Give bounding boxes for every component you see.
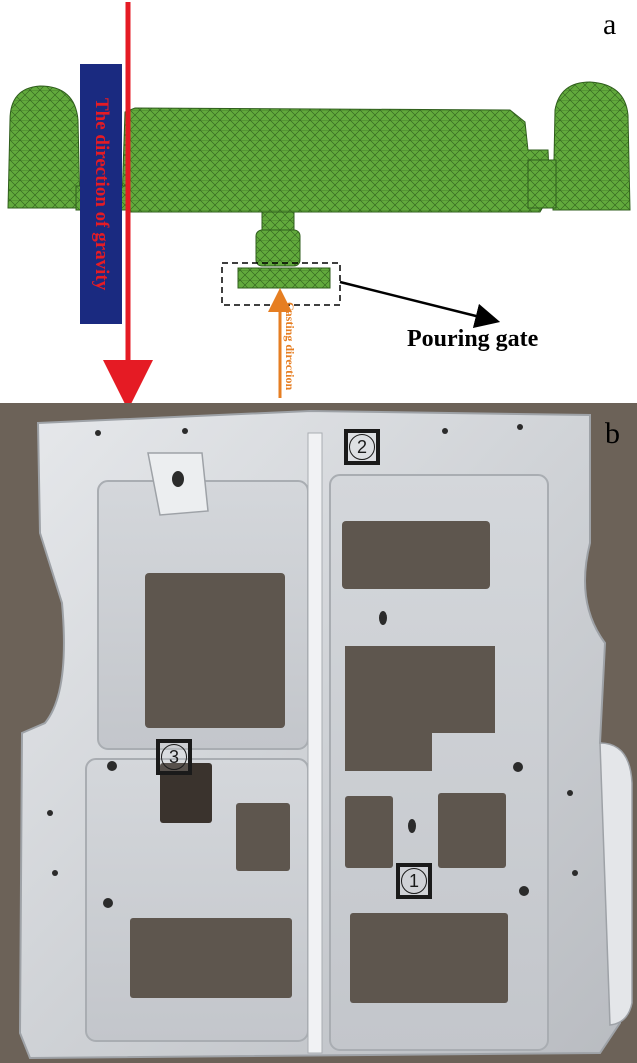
cutout xyxy=(130,918,292,998)
mesh-gate-neck xyxy=(261,211,295,233)
cutout xyxy=(236,803,290,871)
marker-1: 1 xyxy=(396,863,432,899)
bolt-holes xyxy=(47,424,578,908)
center-rib xyxy=(307,432,323,1054)
marker-1-number: 1 xyxy=(401,868,427,894)
mesh-main-body xyxy=(121,107,551,213)
panel-b: 2 3 1 b xyxy=(0,403,637,1063)
cutout xyxy=(350,913,508,1003)
cutout xyxy=(145,573,285,728)
marker-3-number: 3 xyxy=(161,744,187,770)
cast-part-photo xyxy=(0,403,637,1063)
gravity-label: The direction of gravity xyxy=(80,64,122,324)
panel-b-label: b xyxy=(605,417,620,450)
pouring-gate-label: Pouring gate xyxy=(407,326,539,352)
gravity-label-text: The direction of gravity xyxy=(91,97,112,291)
mesh-left-ear xyxy=(7,85,81,209)
panel-a: The direction of gravity Casting directi… xyxy=(0,0,637,403)
mesh-right-ear xyxy=(552,81,631,211)
pouring-gate-pointer xyxy=(339,280,501,329)
marker-2: 2 xyxy=(344,429,380,465)
cutout xyxy=(345,796,393,868)
gravity-label-box xyxy=(80,64,122,324)
cutout xyxy=(160,763,212,823)
casting-direction-label: Casting direction xyxy=(283,302,297,391)
mesh-gate-body xyxy=(255,229,301,267)
mesh-right-connector xyxy=(527,159,557,209)
cutout xyxy=(438,793,506,868)
panel-a-label: a xyxy=(603,8,617,41)
cutout xyxy=(345,646,495,771)
right-lug xyxy=(599,742,633,1026)
mesh-gate-base xyxy=(237,267,331,289)
marker-3: 3 xyxy=(156,739,192,775)
mesh-model-illustration xyxy=(7,2,631,403)
marker-2-number: 2 xyxy=(349,434,375,460)
cutout xyxy=(342,521,490,589)
